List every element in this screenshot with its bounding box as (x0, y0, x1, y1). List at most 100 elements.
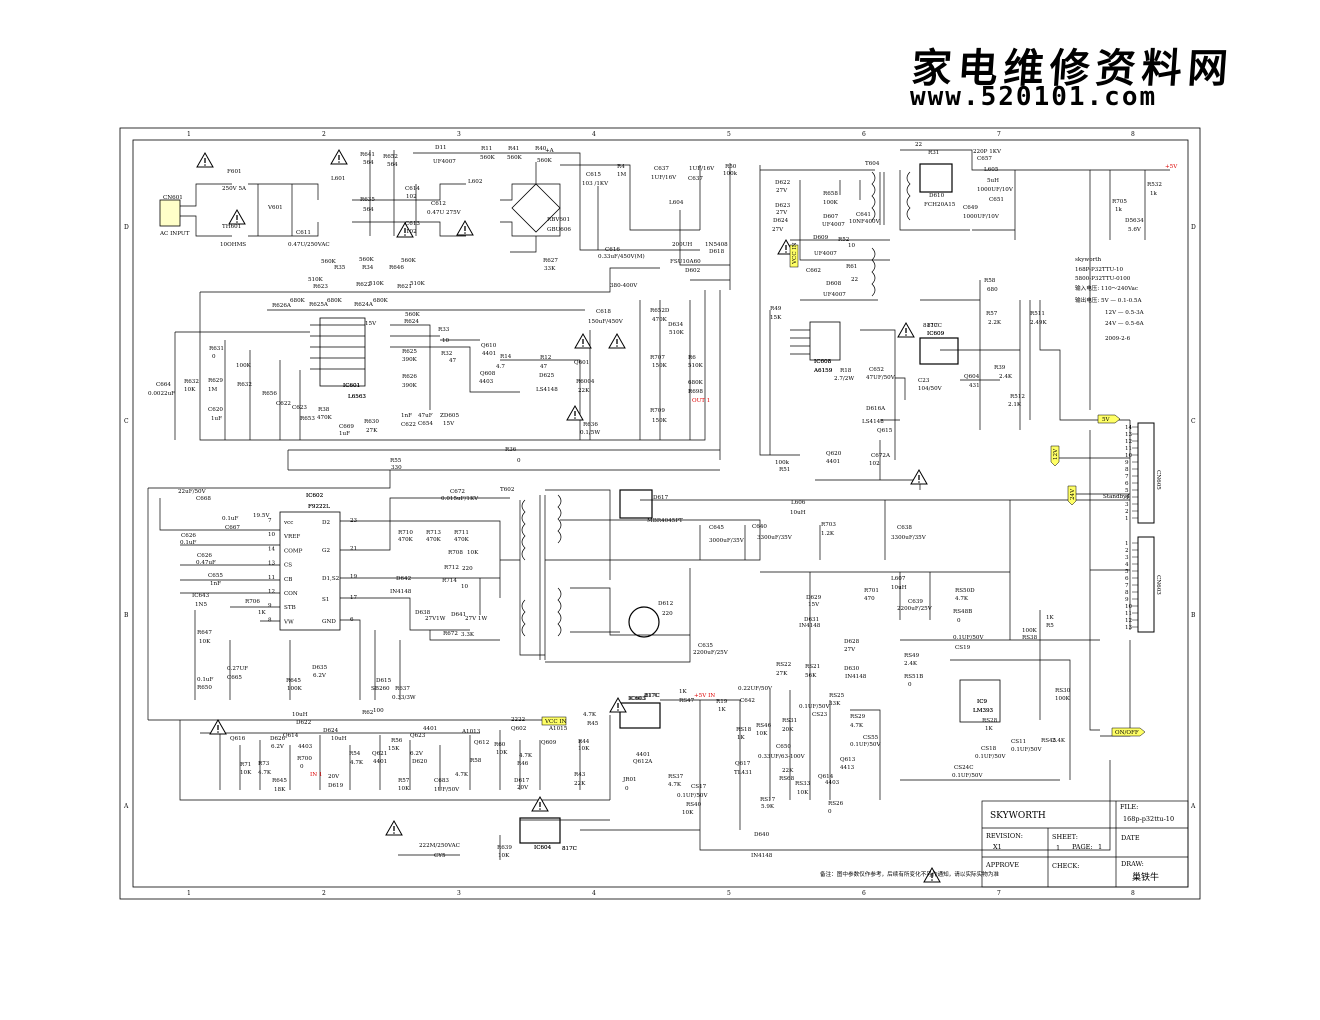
component-label: R14 (500, 354, 512, 360)
ic-name: LM393 (973, 708, 994, 714)
component-label: C612 (431, 201, 446, 207)
component-label: R698 (688, 389, 703, 395)
component-label: UF4007 (822, 222, 845, 228)
component-label: 4.7K (455, 772, 469, 778)
component-label: R57 (986, 311, 998, 317)
component-label: RS47 (679, 698, 695, 704)
component-label: 4.7 (496, 364, 505, 370)
component-label: 0.0022uF (148, 391, 175, 397)
component-label: 1K (679, 689, 688, 695)
note-output-12v: 12V — 0.5-3A (1105, 310, 1145, 316)
component-label: GBU606 (547, 227, 571, 233)
component-label: IN4148 (845, 674, 867, 680)
component-label: 0 (212, 354, 216, 360)
grid-col-label: 8 (1131, 131, 1135, 138)
component-label: R709 (650, 408, 665, 414)
component-label: 510K (369, 281, 385, 287)
component-label: C651 (989, 197, 1004, 203)
ic602-pin-number: 7 (268, 518, 272, 524)
warning-icon (196, 151, 214, 168)
component-label: C611 (296, 230, 311, 236)
component-label: 1k (1150, 191, 1158, 197)
grid-row-label: D (1191, 224, 1196, 231)
component-label: Q604 (964, 374, 980, 380)
component-label: 10K (240, 770, 252, 776)
component-label: 6.2V (271, 744, 285, 750)
grid-row-label: B (1191, 612, 1196, 619)
ic602-pin-number: 17 (350, 595, 358, 601)
title-approve-label: APPROVE (985, 861, 1019, 869)
component-label: D622 (296, 720, 312, 726)
component-label: 4401 (482, 351, 496, 357)
title-company: SKYWORTH (990, 811, 1046, 821)
component-label: 22 (915, 142, 923, 148)
component-label: CS55 (863, 735, 879, 741)
cn605-pin: 4 (1125, 495, 1129, 501)
component-label: 102 (869, 461, 880, 467)
component-label: 10K (682, 810, 694, 816)
component-label: 470K (454, 537, 470, 543)
component-label: RS49 (904, 653, 920, 659)
component-label: UF4007 (814, 251, 837, 257)
ic-name: IC602 (306, 493, 324, 499)
component-label: R636 (583, 422, 598, 428)
component-label: 4401 (423, 726, 437, 732)
net-label-in1: IN 1 (310, 772, 322, 778)
component-label: 3000uF/35V (709, 538, 745, 544)
component-label: CS11 (1011, 739, 1026, 745)
component-label: R641 (360, 152, 375, 158)
component-label: R43 (574, 772, 586, 778)
component-label: L601 (331, 176, 345, 182)
cn605-name: CN605 (1155, 470, 1161, 490)
ic602-pin-name: VREF (283, 534, 300, 540)
ic-name: IC601 (343, 383, 360, 389)
component-label: R36 (505, 447, 517, 453)
component-label: IC608 (814, 359, 832, 365)
grid-col-label: 7 (997, 890, 1001, 897)
component-label: D618 (709, 249, 725, 255)
component-label: R635 (360, 197, 375, 203)
component-label: 4401 (373, 759, 387, 765)
cn603-pin: 9 (1125, 597, 1129, 603)
component-label: 510K (688, 363, 704, 369)
component-label: 15V (365, 321, 377, 327)
component-label: 100K (287, 686, 303, 692)
component-label: RS50D (955, 588, 975, 594)
component-label: 1.2K (821, 531, 835, 537)
component-label: 680K (688, 380, 704, 386)
component-label: RS29 (850, 714, 866, 720)
component-label: 6.2V (313, 673, 327, 679)
component-label: 10 (848, 243, 856, 249)
ic602-pin-number: 9 (268, 603, 272, 609)
component-label: 27V (776, 188, 788, 194)
component-label: 4.7K (668, 782, 682, 788)
component-label: C626 (197, 553, 212, 559)
component-label: C650 (776, 744, 791, 750)
component-label: C623 (292, 405, 307, 411)
component-label: 250V 5A (222, 186, 247, 192)
component-label: R39 (994, 365, 1006, 371)
component-label: R623 (313, 284, 328, 290)
cn601-label: AC INPUT (159, 231, 190, 237)
component-label: R511 (1030, 311, 1045, 317)
component-label: 0.1uF (197, 677, 213, 683)
ic602-pin-name: G2 (322, 548, 330, 554)
component-label: IN4148 (390, 589, 412, 595)
component-label: C613 (405, 221, 420, 227)
grid-col-label: 6 (862, 890, 866, 897)
component-label: 27V (772, 227, 784, 233)
component-label: 390K (402, 383, 418, 389)
component-label: R41 (508, 146, 519, 152)
component-label: R621 (397, 284, 412, 290)
component-label: D607 (823, 214, 839, 220)
component-label: R631 (209, 346, 224, 352)
cn605-pin: 2 (1125, 509, 1129, 515)
component-label: L6563 (348, 394, 366, 400)
component-label: Q614 (283, 733, 299, 739)
net-label-out1: OUT 1 (692, 398, 710, 404)
component-label: 47uF (418, 413, 433, 419)
component-label: R630 (364, 419, 379, 425)
component-label: 33K (829, 701, 841, 707)
